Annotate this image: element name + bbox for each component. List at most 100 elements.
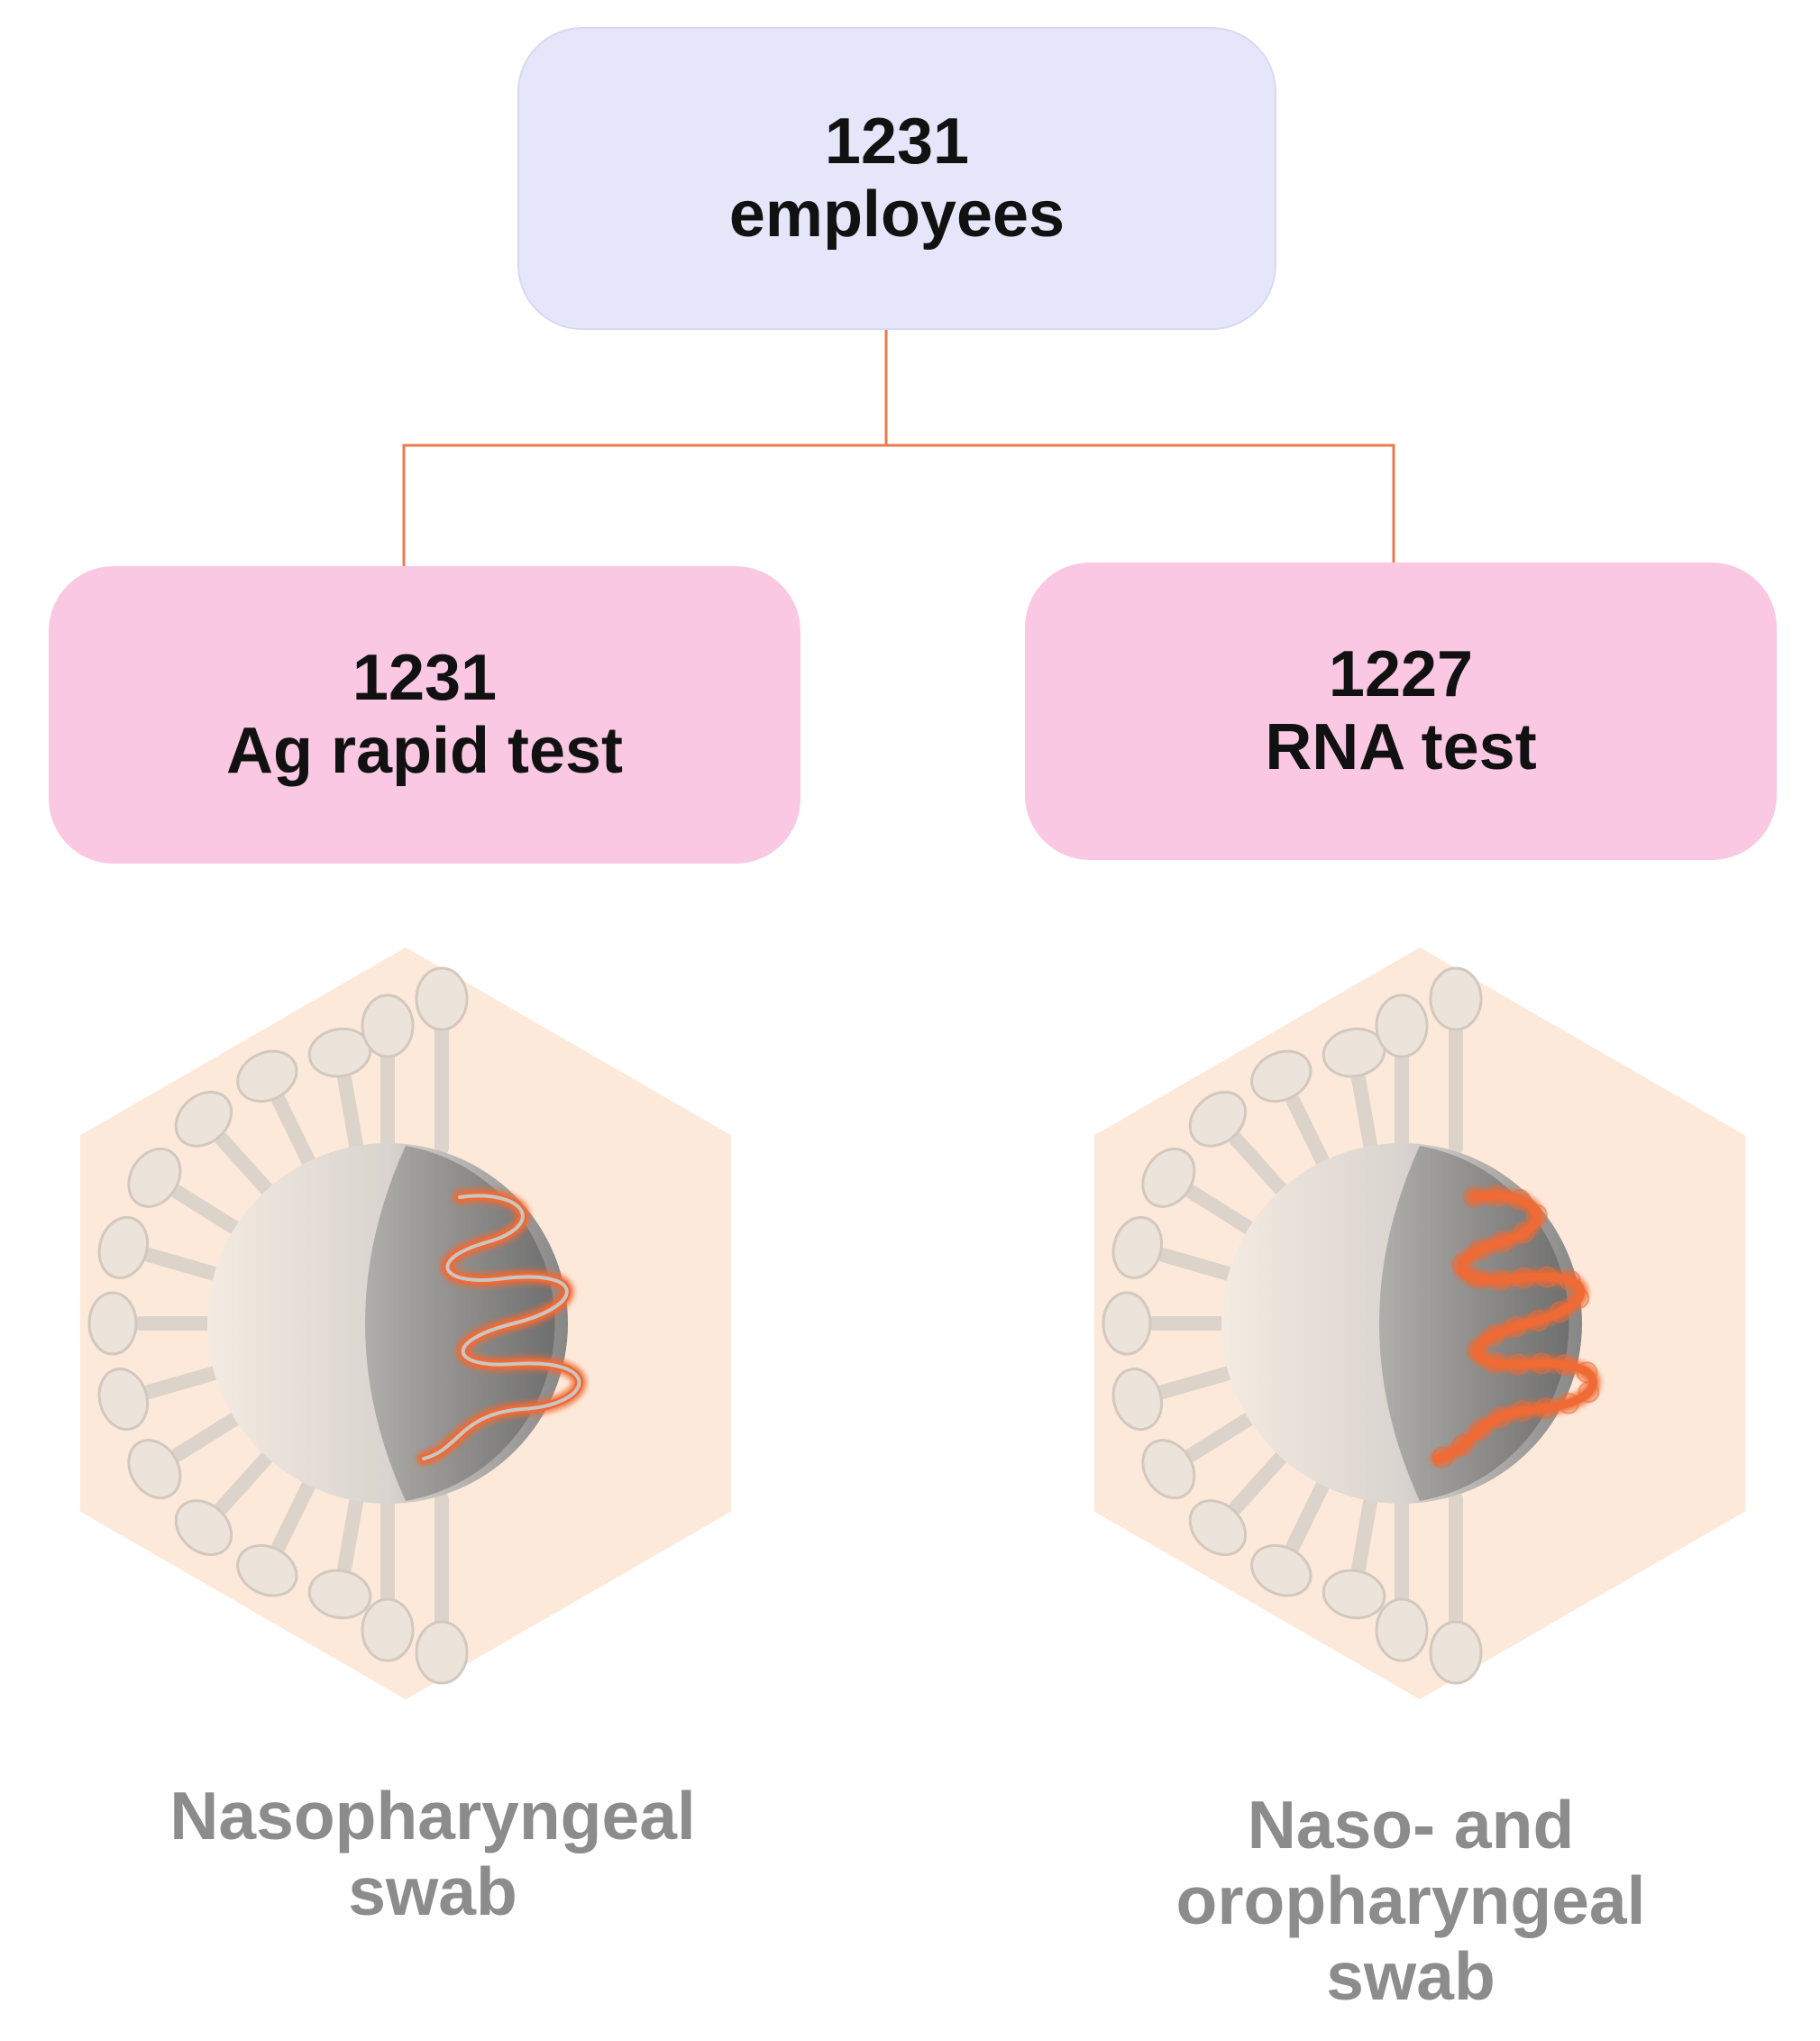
spike-head	[1250, 1543, 1312, 1597]
ag-test-label: Ag rapid test	[225, 715, 624, 787]
rna-strand-core	[422, 1194, 581, 1460]
rna-strand	[1433, 1192, 1597, 1463]
spike-head	[87, 1291, 138, 1356]
naso-oropharyngeal-swab-caption: Naso- and oropharyngeal swab	[1050, 1787, 1771, 2014]
spike-head	[127, 1147, 182, 1208]
employees-box: 1231 employees	[517, 27, 1276, 330]
spike-head	[236, 1049, 298, 1103]
spike-stalk	[337, 1072, 366, 1162]
rna-bead	[1536, 1266, 1559, 1288]
rna-bead	[1549, 1301, 1571, 1323]
spike-head	[174, 1090, 233, 1148]
spike-head	[1141, 1147, 1196, 1208]
spike-head	[97, 1215, 150, 1279]
spike-head	[1188, 1499, 1248, 1557]
rna-bead	[1558, 1392, 1579, 1414]
spike-stalk	[1184, 1185, 1264, 1240]
rna-bead	[1576, 1361, 1598, 1384]
spike-head	[415, 966, 469, 1031]
spike-stalk	[214, 1131, 280, 1204]
rna-bead	[1554, 1353, 1576, 1376]
spike-head	[361, 993, 415, 1058]
rna-bead	[1578, 1381, 1600, 1404]
caption-line: swab	[348, 1853, 517, 1929]
spike-stalk	[1285, 1093, 1334, 1177]
spike-proteins	[1102, 966, 1483, 1685]
spike-head	[1250, 1049, 1312, 1103]
rna-bead	[1534, 1397, 1557, 1420]
spike-head	[1102, 1291, 1152, 1356]
rna-bead	[1468, 1419, 1491, 1441]
spike-stalk	[142, 1248, 231, 1284]
rna-bead	[1568, 1286, 1590, 1309]
spike-stalk	[1351, 1072, 1380, 1162]
rna-bead	[1527, 1309, 1550, 1332]
spike-stalk	[1184, 1406, 1264, 1462]
rna-bead	[1469, 1239, 1491, 1261]
virus-antigen-icon	[79, 947, 732, 1700]
spike-head	[127, 1439, 182, 1500]
spike-head	[415, 1620, 469, 1685]
rna-bead	[1483, 1324, 1505, 1346]
spike-head	[1429, 966, 1483, 1031]
rna-bead	[1513, 1267, 1535, 1289]
rna-test-count: 1227	[1328, 637, 1474, 710]
spike-stalk	[1156, 1248, 1245, 1284]
rna-test-box: 1227 RNA test	[1025, 563, 1777, 860]
caption-line: Nasopharyngeal	[169, 1778, 696, 1853]
connector-root-to-ag	[402, 326, 888, 566]
rna-bead	[1463, 1186, 1485, 1208]
spike-stalk	[1228, 1443, 1294, 1515]
nasopharyngeal-swab-caption: Nasopharyngeal swab	[72, 1778, 793, 1929]
spike-stalk	[142, 1363, 231, 1399]
rna-bead	[1511, 1400, 1533, 1422]
caption-line: swab	[1326, 1938, 1495, 2014]
virus-rna-icon	[1093, 947, 1746, 1700]
spike-head	[1111, 1215, 1164, 1279]
spike-head	[307, 1569, 372, 1620]
spike-stalk	[1156, 1363, 1245, 1399]
caption-line: Naso- and	[1247, 1787, 1575, 1863]
spike-stalk	[214, 1443, 280, 1515]
rna-bead	[1466, 1268, 1488, 1289]
spike-head	[1322, 1569, 1386, 1620]
spike-head	[1111, 1368, 1164, 1432]
spike-head	[174, 1499, 233, 1557]
spike-head	[97, 1368, 150, 1432]
rna-bead	[1559, 1269, 1581, 1292]
spike-head	[1429, 1620, 1483, 1685]
employees-label: employees	[728, 178, 1065, 251]
caption-line: oropharyngeal	[1175, 1863, 1646, 1938]
rna-bead	[1489, 1268, 1512, 1291]
spike-stalk	[169, 1406, 250, 1462]
spike-head	[1375, 1597, 1429, 1662]
ag-rapid-test-box: 1231 Ag rapid test	[49, 566, 800, 864]
spike-stalk	[1351, 1485, 1380, 1575]
spike-head	[1141, 1439, 1196, 1500]
spike-head	[1375, 993, 1429, 1058]
spike-proteins	[87, 966, 469, 1685]
spike-stalk	[271, 1469, 320, 1554]
spike-stalk	[1285, 1469, 1334, 1554]
rna-bead	[1451, 1253, 1474, 1276]
spike-stalk	[337, 1485, 366, 1575]
spike-head	[236, 1543, 298, 1597]
rna-bead	[1491, 1231, 1514, 1253]
rna-bead	[1507, 1353, 1530, 1376]
rna-bead	[1484, 1351, 1506, 1374]
rna-bead	[1504, 1315, 1527, 1338]
rna-bead	[1488, 1406, 1511, 1429]
rna-bead	[1513, 1222, 1535, 1244]
rna-bead	[1431, 1446, 1454, 1469]
connector-root-to-rna	[886, 444, 1395, 563]
employees-count: 1231	[824, 105, 970, 178]
spike-stalk	[1228, 1131, 1294, 1204]
spike-stalk	[271, 1093, 320, 1177]
rna-test-label: RNA test	[1265, 711, 1537, 783]
spike-head	[361, 1597, 415, 1662]
spike-stalk	[169, 1185, 250, 1240]
rna-bead	[1451, 1434, 1474, 1457]
rna-bead	[1525, 1204, 1548, 1226]
